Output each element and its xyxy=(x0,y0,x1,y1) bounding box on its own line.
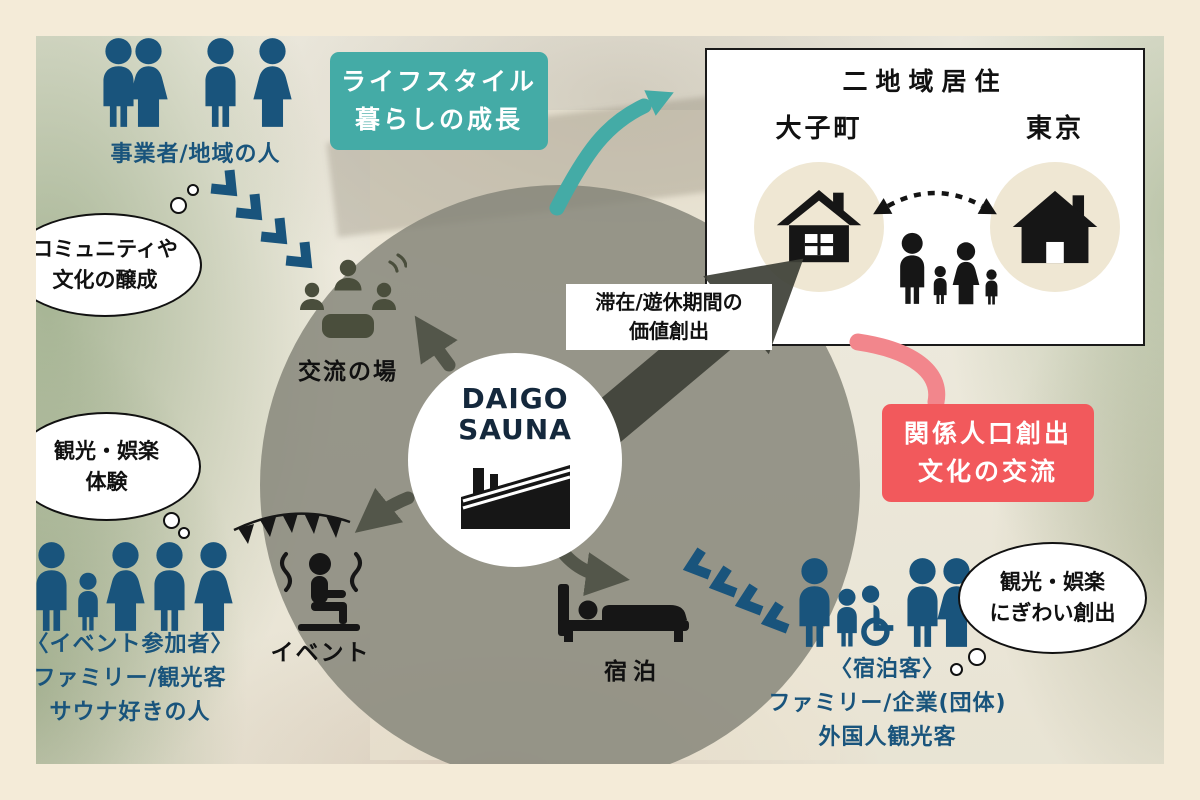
tourism-bustle-dot-small xyxy=(950,663,963,676)
bed-icon xyxy=(558,584,689,642)
community-bubble-line2: 文化の醸成 xyxy=(52,268,158,292)
lifestyle-box: ライフスタイル 暮らしの成長 xyxy=(330,52,548,150)
community-bubble-line1: コミュニティや xyxy=(32,237,178,261)
lodging-guests-line1: 〈宿泊客〉 xyxy=(829,657,945,682)
community-bubble: コミュニティや 文化の醸成 xyxy=(8,213,202,317)
tourism-experience-line2: 体験 xyxy=(85,469,128,494)
family-icon xyxy=(900,232,998,305)
frame-top xyxy=(0,0,1200,36)
tourism-bustle-bubble: 観光・娯楽 にぎわい創出 xyxy=(958,542,1147,654)
event-participants-icon xyxy=(36,542,233,631)
bunting-icon xyxy=(233,512,351,544)
logo-line2: SAUNA xyxy=(458,413,572,446)
tokyo-house-circle xyxy=(990,162,1120,292)
stay-value-label: 滞在/遊休期間の 価値創出 xyxy=(566,284,772,350)
event-participants-line1: 〈イベント参加者〉 xyxy=(26,632,234,657)
lodging-guests-line3: 外国人観光客 xyxy=(818,725,957,750)
tourism-experience-dot-large xyxy=(163,512,180,529)
frame-bottom xyxy=(0,764,1200,800)
frame-left xyxy=(0,0,36,800)
city-label-tokyo: 東京 xyxy=(1025,114,1084,144)
lodging-label: 宿泊 xyxy=(604,659,662,685)
tourism-bustle-line2: にぎわい創出 xyxy=(989,601,1116,625)
relation-line2: 文化の交流 xyxy=(917,457,1058,486)
relation-box: 関係人口創出 文化の交流 xyxy=(882,404,1094,502)
city-label-daigo: 大子町 xyxy=(775,114,863,144)
lodging-guests-icon xyxy=(799,558,976,647)
community-bubble-dot-small xyxy=(187,184,199,196)
tourism-experience-dot-small xyxy=(178,527,190,539)
tourism-experience-bubble: 観光・娯楽 体験 xyxy=(12,412,201,521)
business-people-label: 事業者/地域の人 xyxy=(110,142,281,167)
event-participants-labels: 〈イベント参加者〉 ファミリー/観光客 サウナ好きの人 xyxy=(5,628,255,730)
sauna-person-icon xyxy=(280,552,362,631)
tourism-bustle-dot-large xyxy=(968,648,986,666)
tourism-bustle-line1: 観光・娯楽 xyxy=(1000,570,1105,594)
event-participants-line2: ファミリー/観光客 xyxy=(33,666,227,691)
stay-value-line1: 滞在/遊休期間の xyxy=(595,290,743,314)
exchange-label: 交流の場 xyxy=(298,359,398,385)
lodging-guests-line2: ファミリー/企業(団体) xyxy=(768,691,1007,716)
meeting-icon xyxy=(300,253,407,338)
event-label: イベント xyxy=(270,640,371,666)
frame-right xyxy=(1164,0,1200,800)
center-logo-circle: DAIGO SAUNA xyxy=(408,353,622,567)
dual-residence-title: 二地域居住 xyxy=(842,67,1008,96)
logo-line1: DAIGO xyxy=(461,382,569,415)
daigo-house-circle xyxy=(754,162,884,292)
lodging-guests-labels: 〈宿泊客〉 ファミリー/企業(団体) 外国人観光客 xyxy=(740,653,1035,755)
community-bubble-dot-large xyxy=(170,197,187,214)
tourism-experience-line1: 観光・娯楽 xyxy=(54,438,159,463)
lifestyle-line2: 暮らしの成長 xyxy=(354,105,523,134)
lifestyle-line1: ライフスタイル xyxy=(340,67,537,96)
relation-line1: 関係人口創出 xyxy=(903,419,1072,448)
business-people-icon xyxy=(103,38,292,127)
house-outline-icon xyxy=(776,190,862,263)
house-solid-icon xyxy=(1012,190,1098,264)
daigo-building-icon xyxy=(460,465,570,529)
event-participants-line3: サウナ好きの人 xyxy=(49,700,211,725)
stay-value-line2: 価値創出 xyxy=(629,319,709,343)
